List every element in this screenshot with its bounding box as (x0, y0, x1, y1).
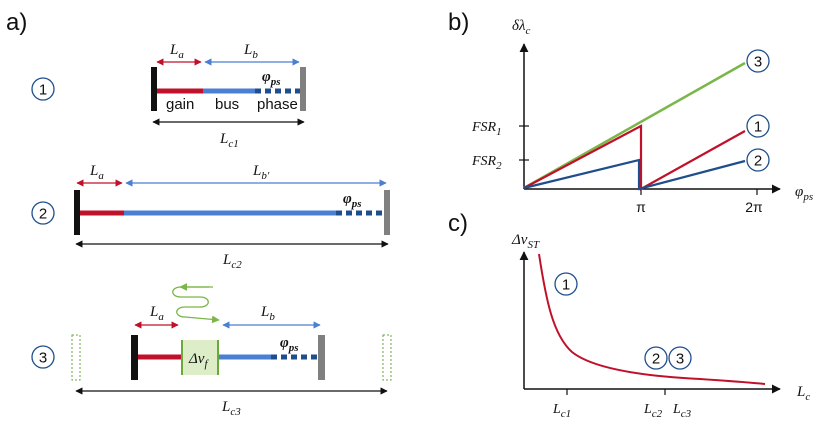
label-Lc2: Lc2 (222, 252, 242, 271)
mirror-left (131, 335, 138, 380)
linewidth-curve (538, 253, 766, 385)
y-tick-label-fsr2: FSR2 (471, 154, 502, 172)
cavity-1: 1 La Lb φps gain bus phase Lc1 (31, 42, 306, 150)
marker-circle-1 (31, 77, 55, 101)
mirror-left (74, 190, 80, 235)
curve-marker-1-label: 1 (562, 277, 570, 294)
y-tick-label-fsr1: FSR1 (471, 120, 502, 138)
trace-marker-3 (746, 49, 770, 73)
marker-circle-1-label: 1 (39, 82, 47, 99)
x-tick-label-2pi: 2π (745, 199, 763, 215)
trace-2 (523, 158, 746, 191)
external-mirror-left (71, 334, 81, 381)
curve-marker-2-label: 2 (652, 351, 660, 368)
marker-circle-3 (31, 345, 55, 369)
plot-c: ΔνST Lc Lc1 Lc2 Lc3 1 2 3 (511, 232, 810, 420)
label-Lc1: Lc1 (219, 131, 239, 150)
x-tick-label-Lc3: Lc3 (672, 402, 692, 420)
curve-marker-3-label: 3 (676, 351, 684, 368)
trace-marker-1-label: 1 (754, 119, 762, 136)
label-La: La (149, 304, 164, 323)
x-tick-label-Lc1: Lc1 (552, 402, 571, 420)
label-Lb-prime: Lb′ (252, 163, 270, 182)
y-axis-label: ΔνST (511, 232, 540, 251)
trace-1 (523, 124, 746, 191)
label-gain: gain (166, 96, 194, 113)
marker-circle-2-label: 2 (39, 206, 47, 223)
y-axis-label: δλc (512, 18, 530, 37)
label-Lc3: Lc3 (221, 399, 241, 418)
filter-box (181, 340, 219, 375)
marker-circle-3-label: 3 (39, 350, 47, 367)
external-mirror-right (382, 334, 392, 381)
plot-b: δλc φps FSR1 FSR2 π 2π 3 1 2 (471, 18, 813, 215)
trace-3 (523, 61, 746, 190)
x-axis-label: Lc (796, 384, 810, 403)
label-Lb: Lb (260, 304, 275, 323)
label-filter: Δνf (188, 351, 209, 370)
mirror-right (300, 67, 306, 111)
cavity-3: 3 Δνf La Lb φps Lc3 (31, 283, 392, 418)
trace-marker-2 (746, 148, 770, 172)
light-path-squiggle (172, 286, 220, 324)
label-La: La (89, 163, 104, 182)
x-tick-label-Lc2: Lc2 (643, 402, 663, 420)
curve-marker-3 (668, 346, 692, 370)
panel-label-a: a) (6, 9, 27, 36)
x-axis-label: φps (795, 184, 813, 203)
panel-label-b: b) (448, 9, 469, 36)
panel-label-c: c) (448, 210, 468, 237)
trace-marker-1 (746, 114, 770, 138)
curve-marker-1 (554, 272, 578, 296)
mirror-right (318, 335, 325, 380)
label-phi-ps: φps (262, 69, 281, 88)
marker-circle-2 (31, 201, 55, 225)
trace-marker-3-label: 3 (754, 54, 762, 71)
label-La: La (169, 42, 184, 61)
trace-marker-2-label: 2 (754, 153, 762, 170)
label-phi-ps: φps (343, 191, 362, 210)
curve-marker-2 (644, 346, 668, 370)
mirror-left (151, 67, 157, 111)
label-phi-ps: φps (280, 335, 299, 354)
label-Lb: Lb (243, 42, 258, 61)
mirror-right (384, 190, 390, 235)
cavity-2: 2 La Lb′ φps Lc2 (31, 163, 390, 271)
x-tick-label-pi: π (636, 199, 646, 215)
label-bus: bus (215, 96, 239, 113)
label-phase: phase (257, 96, 298, 113)
